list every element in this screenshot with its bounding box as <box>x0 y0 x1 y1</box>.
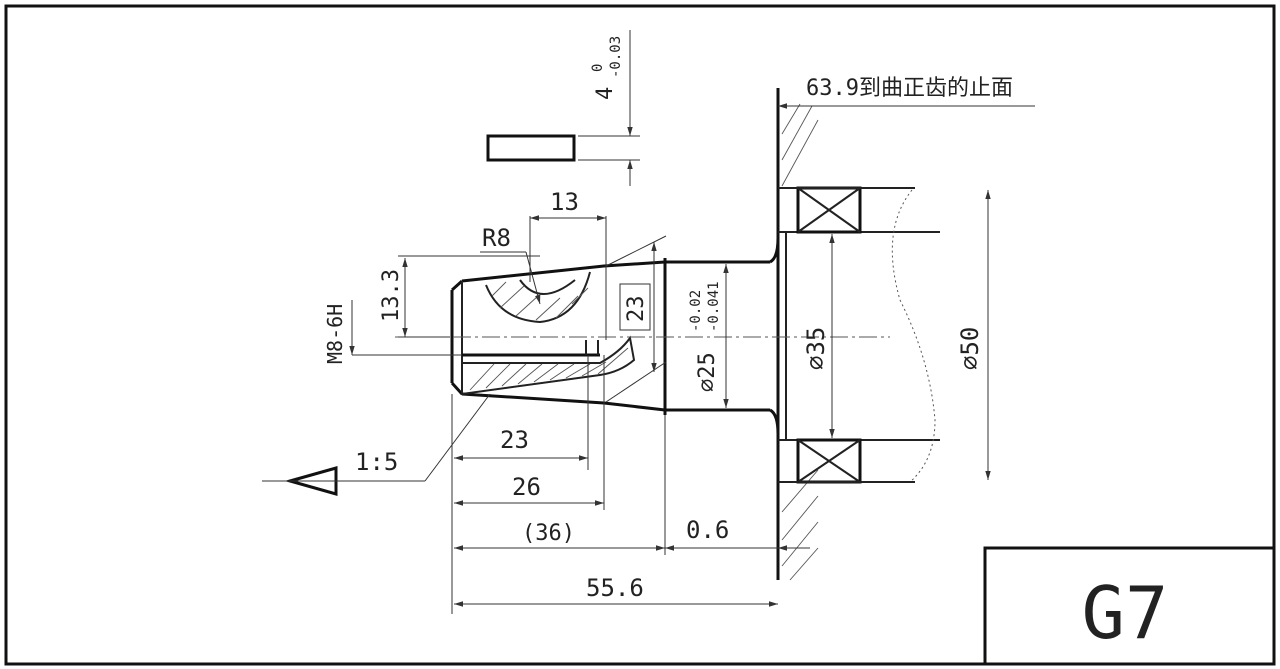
key-height-dim: 4 <box>593 87 618 100</box>
dim-dia-25: ⌀25 -0.02 -0.041 <box>688 264 729 408</box>
dim-len-556-text: 55.6 <box>586 574 644 602</box>
shaft-body <box>450 88 940 580</box>
dim-len-06-text: 0.6 <box>686 516 729 544</box>
note-63-9: 63.9到曲正齿的止面 <box>778 76 1035 109</box>
dim-thread-text: M8-6H <box>323 304 347 364</box>
dim-13: 13 <box>529 188 607 340</box>
dim-taper-text: 1:5 <box>355 448 398 476</box>
title-block: G7 <box>983 546 1274 664</box>
dim-thread: M8-6H <box>323 300 462 364</box>
section-hatching <box>469 103 819 581</box>
dim-13-3: 13.3 <box>379 255 540 338</box>
bearing-top <box>778 186 915 234</box>
key-tol-upper: 0 <box>590 64 606 72</box>
dim-len-26-text: 26 <box>512 473 541 501</box>
dim-lengths: 23 26 (36) 0.6 55.6 <box>451 355 810 614</box>
hidden-gear-outline <box>891 189 936 483</box>
key-tol-lower: -0.03 <box>608 36 624 78</box>
dim-dia-50: ⌀50 <box>956 190 991 480</box>
note-63-9-text: 63.9到曲正齿的止面 <box>806 76 1013 101</box>
dim-dia-50-text: ⌀50 <box>956 327 984 370</box>
dim-len-23-text: 23 <box>500 426 529 454</box>
dim-taper: 1:5 <box>262 393 491 496</box>
dim-13-3-text: 13.3 <box>379 269 404 322</box>
key-part: 4 0 -0.03 <box>486 30 640 186</box>
dim-dia-35-text: ⌀35 <box>802 327 830 370</box>
bearing-bottom <box>778 438 915 484</box>
dim-box-23-text: 23 <box>624 296 649 323</box>
drawing-frame <box>4 4 1276 666</box>
title-block-code: G7 <box>1082 571 1169 655</box>
dim-13-text: 13 <box>550 188 579 216</box>
dim-len-36-text: (36) <box>522 521 575 546</box>
dim-dia-25-tol-lower: -0.041 <box>706 281 722 332</box>
dim-box-23: 23 <box>605 235 667 403</box>
dim-r8: R8 <box>480 224 541 305</box>
dim-dia-35: ⌀35 <box>802 234 835 438</box>
dim-dia-25-text: ⌀25 <box>695 352 720 392</box>
dim-r8-text: R8 <box>482 224 511 252</box>
dim-dia-25-tol-upper: -0.02 <box>688 290 704 332</box>
